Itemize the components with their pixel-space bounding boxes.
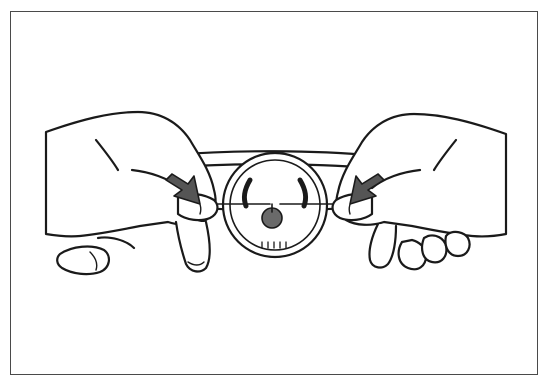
hand-left-illustration	[44, 110, 219, 276]
disc-device-illustration	[149, 151, 401, 259]
press-arrow-right-icon	[349, 173, 385, 205]
hand-right-illustration	[331, 112, 508, 271]
press-arrow-left-icon	[165, 173, 201, 205]
